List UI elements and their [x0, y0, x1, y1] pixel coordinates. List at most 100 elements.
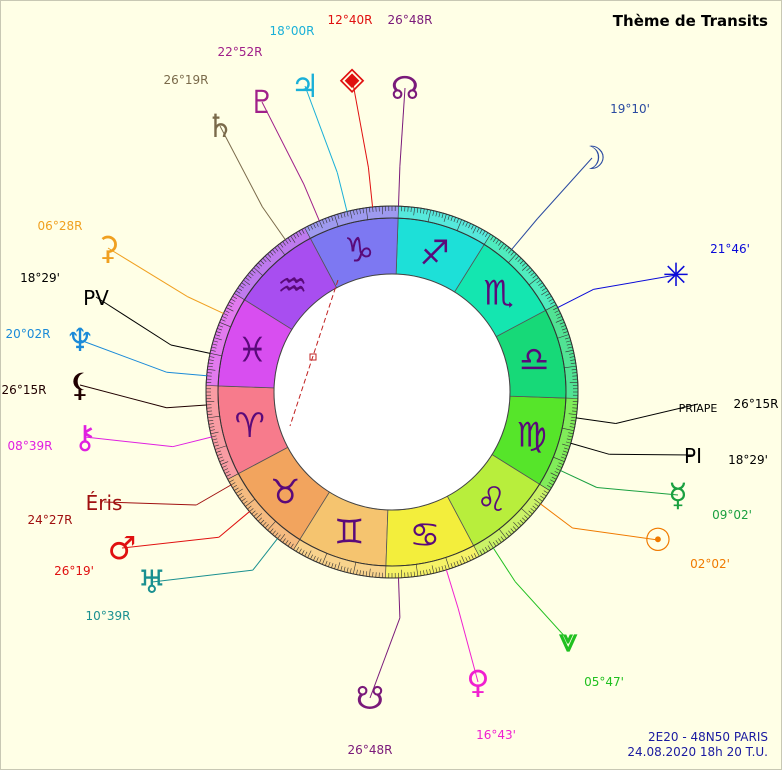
degree-tick [365, 207, 369, 220]
connector-line [84, 436, 173, 448]
degree-band-capricorn [304, 206, 399, 239]
degree-tick [223, 468, 229, 471]
degree-band-aquarius [234, 227, 311, 300]
degree-tick [459, 559, 462, 565]
degree-tick [211, 346, 217, 349]
degree-tick [356, 569, 358, 575]
degree-tick [498, 538, 502, 543]
connector-line [351, 77, 369, 168]
degree-tick [328, 561, 331, 567]
degree-tick [260, 519, 265, 524]
degree-tick [210, 353, 222, 357]
venus-icon: ♀ [466, 663, 489, 701]
degree-tick [456, 218, 459, 224]
degree-tick [521, 264, 529, 271]
degree-tick [508, 530, 512, 535]
degree-tick [505, 247, 510, 252]
sign-glyph-aquarius: ♒ [277, 266, 307, 306]
degree-tick [215, 445, 227, 450]
degree-tick [257, 517, 263, 522]
sign-glyph-libra: ♎ [519, 340, 549, 380]
degree-tick [571, 410, 578, 412]
degree-tick [346, 567, 349, 573]
degree-tick [295, 232, 300, 238]
degree-tick [325, 218, 328, 224]
degree-tick [331, 216, 334, 221]
degree-tick [450, 563, 453, 568]
planet-star: ✳21°46' [557, 242, 750, 309]
degree-tick [490, 235, 494, 241]
degree-tick [445, 557, 450, 569]
planet-moon: ☽19°10' [511, 102, 650, 250]
connector-line [397, 166, 401, 207]
connector-line [103, 501, 197, 506]
degree-tick [426, 569, 428, 575]
degree-tick [488, 541, 494, 549]
degree-tick [224, 471, 230, 474]
degree-tick [207, 415, 220, 419]
ceres-icon: ⚳ [96, 229, 119, 267]
degree-tick [307, 550, 312, 558]
degree-tick [334, 215, 339, 227]
degree-band-aries [206, 385, 239, 480]
degree-tick [343, 566, 346, 572]
connector-line [252, 538, 278, 571]
degree-tick [239, 495, 244, 499]
degree-tick [224, 310, 230, 313]
degree-tick [431, 565, 435, 574]
degree-tick [229, 301, 234, 305]
degree-tick [465, 221, 468, 227]
degree-tick [483, 234, 491, 245]
degree-tick [498, 243, 505, 251]
degree-tick [472, 226, 477, 234]
degree-tick [479, 550, 483, 555]
degree-tick [561, 453, 567, 456]
connector-line [170, 344, 211, 354]
node-north-degree: 26°48R [388, 13, 433, 27]
degree-tick [369, 207, 371, 213]
sign-glyph-taurus: ♉ [270, 473, 300, 513]
planet-pallas: ◈12°40R [328, 13, 374, 208]
connector-line [303, 183, 320, 221]
connector-line [511, 218, 538, 250]
degree-tick [337, 214, 340, 219]
degree-tick [468, 555, 471, 561]
sign-glyph-aries: ♈ [234, 406, 264, 446]
degree-tick [443, 214, 447, 222]
connector-line [536, 157, 593, 220]
degree-tick [216, 450, 221, 453]
degree-tick [567, 435, 573, 438]
degree-tick [557, 465, 563, 468]
degree-tick [319, 220, 323, 229]
degree-tick [471, 224, 474, 230]
degree-tick [526, 267, 531, 272]
degree-tick [208, 420, 214, 422]
connector-line [557, 288, 594, 309]
degree-tick [517, 257, 522, 263]
degree-tick [482, 548, 486, 554]
saturn-degree: 26°19R [164, 73, 209, 87]
star-degree: 21°46' [710, 242, 750, 256]
degree-tick [298, 230, 302, 236]
degree-tick [267, 253, 272, 258]
degree-tick [253, 512, 258, 517]
degree-tick [482, 230, 486, 236]
degree-tick [462, 220, 465, 226]
degree-tick [557, 334, 569, 339]
degree-tick [217, 328, 223, 331]
planet-ceres: ⚳06°28R [38, 219, 224, 314]
degree-tick [290, 543, 294, 549]
degree-ticks [205, 205, 579, 579]
degree-tick [277, 534, 281, 539]
degree-tick [372, 206, 374, 213]
degree-tick [570, 362, 576, 364]
degree-tick [208, 359, 214, 361]
degree-tick [413, 571, 415, 577]
degree-tick [210, 431, 219, 435]
node-south-degree: 26°48R [348, 743, 393, 757]
degree-tick [213, 441, 219, 444]
degree-tick [468, 223, 471, 229]
pallas-icon: ◈ [340, 59, 365, 97]
degree-tick [528, 269, 533, 274]
degree-tick [555, 468, 561, 471]
